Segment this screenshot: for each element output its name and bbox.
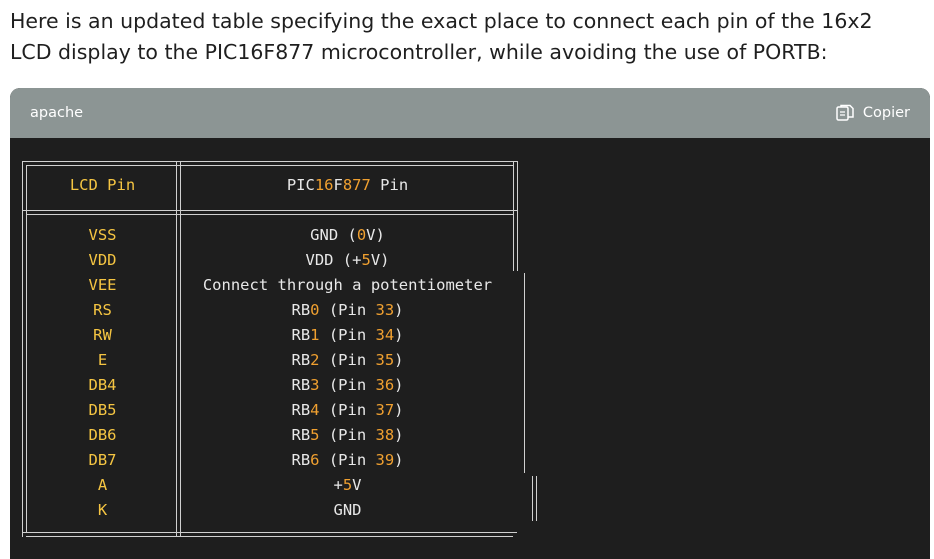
table-cell-pic-pin: VDD (+5V) — [305, 251, 390, 269]
table-border-bottom — [22, 532, 517, 533]
table-border-left — [22, 161, 23, 537]
table-cell-lcd-pin: RW — [93, 326, 112, 344]
copy-icon — [835, 103, 855, 123]
table-cell-pic-pin: GND — [333, 501, 362, 519]
header-pic-pin: PIC16F877 Pin — [286, 176, 409, 194]
table-cell-pic-pin: RB4 (Pin 37) — [291, 401, 404, 419]
table-cell-pic-pin: RB3 (Pin 36) — [291, 376, 404, 394]
table-border-right-low-inner — [536, 476, 537, 521]
code-body: LCD Pin PIC16F877 Pin VSS GND (0V) VDD VDD … — [10, 138, 930, 559]
table-cell-pic-pin: RB1 (Pin 34) — [291, 326, 404, 344]
intro-text: Here is an updated table specifying the … — [10, 9, 873, 64]
code-block: apache Copier — [10, 88, 930, 559]
column-divider — [176, 161, 177, 537]
table-border-right-low — [532, 476, 533, 521]
table-cell-pic-pin: Connect through a potentiometer — [202, 276, 493, 294]
table-cell-lcd-pin: K — [97, 501, 108, 519]
table-cell-lcd-pin: A — [97, 476, 108, 494]
table-cell-lcd-pin: DB4 — [88, 376, 117, 394]
table-border-left-inner — [26, 165, 27, 533]
code-block-header: apache Copier — [10, 88, 930, 138]
table-cell-pic-pin: RB6 (Pin 39) — [291, 451, 404, 469]
header-separator-inner — [26, 214, 513, 215]
header-lcd-pin: LCD Pin — [69, 176, 136, 194]
column-divider-inner — [180, 161, 181, 537]
table-border-top — [22, 161, 517, 162]
copy-label: Copier — [862, 105, 910, 121]
code-language-label: apache — [30, 105, 84, 121]
table-border-right-mid — [524, 273, 525, 473]
table-border-right — [513, 161, 514, 271]
table-cell-pic-pin: RB0 (Pin 33) — [291, 301, 404, 319]
table-cell-lcd-pin: RS — [93, 301, 112, 319]
table-cell-lcd-pin: VSS — [88, 226, 117, 244]
table-cell-lcd-pin: DB6 — [88, 426, 117, 444]
header-separator — [22, 210, 517, 211]
table-cell-pic-pin: +5V — [333, 476, 362, 494]
table-cell-pic-pin: GND (0V) — [310, 226, 385, 244]
table-cell-lcd-pin: DB7 — [88, 451, 117, 469]
table-cell-pic-pin: RB2 (Pin 35) — [291, 351, 404, 369]
copy-button[interactable]: Copier — [835, 103, 910, 123]
table-border-top-inner — [26, 165, 513, 166]
table-cell-lcd-pin: VDD — [88, 251, 117, 269]
table-cell-lcd-pin: VEE — [88, 276, 117, 294]
table-cell-pic-pin: RB5 (Pin 38) — [291, 426, 404, 444]
table-cell-lcd-pin: DB5 — [88, 401, 117, 419]
table-cell-lcd-pin: E — [97, 351, 108, 369]
table-border-right-inner — [517, 161, 518, 271]
table-border-bottom-inner — [26, 536, 513, 537]
